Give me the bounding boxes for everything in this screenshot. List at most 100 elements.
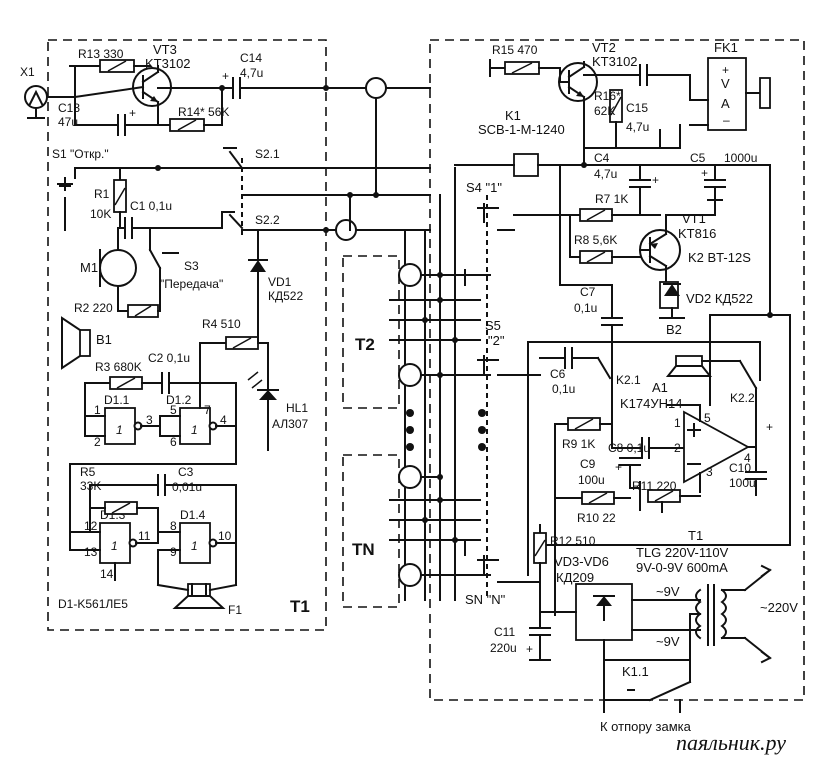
block-tn-outline [342, 454, 400, 608]
d13-pin-11: 11 [138, 529, 151, 543]
r10-label: R10 22 [577, 511, 616, 525]
d14-pin-10: 10 [218, 529, 232, 543]
c13-label-2: 47u [58, 115, 78, 129]
c3-label-1: C3 [178, 465, 194, 479]
v9-label-2: ~9V [656, 634, 680, 649]
r15-label: R15 470 [492, 43, 538, 57]
c14-label-1: C14 [240, 51, 262, 65]
r4-label: R4 510 [202, 317, 241, 331]
c5-label-2: 1000u [724, 151, 757, 165]
v220-label: ~220V [760, 600, 798, 615]
c15-label-2: 4,7u [626, 120, 649, 134]
c5-plus: + [701, 166, 708, 180]
b1-speaker [61, 316, 91, 370]
c6-label-2: 0,1u [552, 382, 575, 396]
r2-label: R2 220 [74, 301, 113, 315]
d14-pin-8: 8 [170, 519, 177, 533]
s4-switch [477, 195, 515, 600]
c6-label-1: C6 [550, 367, 566, 381]
vt3-label-2: KT3102 [145, 56, 191, 71]
d11-pin-1: 1 [94, 403, 101, 417]
c4-label-2: 4,7u [594, 167, 617, 181]
c9-label-1: C9 [580, 457, 596, 471]
x1-label: X1 [20, 65, 35, 79]
vt1-transistor [639, 214, 681, 283]
r3-label: R3 680K [95, 360, 142, 374]
fk1-v: V [721, 76, 730, 91]
t2-connectors [389, 263, 491, 387]
c2-label: C2 0,1u [148, 351, 190, 365]
a1-pin-4: 4 [744, 451, 751, 465]
a1-amplifier [683, 410, 750, 484]
block-t2-label: T2 [355, 335, 375, 354]
d14-pin-9: 9 [170, 545, 177, 559]
c15-label-1: C15 [626, 101, 648, 115]
d11-pin-3: 3 [146, 413, 153, 427]
sn-switch [477, 555, 541, 583]
k22-label: K2.2 [730, 391, 755, 405]
vd36-label-1: VD3-VD6 [554, 554, 609, 569]
k1-relay-coil [513, 153, 539, 177]
s4-label: S4 "1" [466, 180, 502, 195]
tlg-label-2: 9V-0-9V 600mA [636, 560, 728, 575]
c14-label-2: 4,7u [240, 66, 263, 80]
r16-label-1: R16* [594, 89, 621, 103]
d13-pin-14: 14 [100, 567, 114, 581]
c10-plus: + [766, 420, 773, 434]
k1-label-2: SCB-1-M-1240 [478, 122, 565, 137]
d12-pin-4: 4 [220, 413, 227, 427]
d13-pin-13: 13 [84, 545, 98, 559]
tlg-label-1: TLG 220V-110V [636, 545, 729, 560]
f1-buzzer [156, 583, 238, 609]
a1-pin-1: 1 [674, 416, 681, 430]
c14-plus: + [222, 69, 229, 83]
c13-label-1: C13 [58, 101, 80, 115]
vd2-label: VD2 КД522 [686, 291, 753, 306]
r8-label: R8 5,6K [574, 233, 617, 247]
c4-label-1: C4 [594, 151, 610, 165]
d13-symbol: 1 [111, 539, 118, 553]
t1-transformer [695, 564, 772, 664]
m1-microphone [99, 249, 137, 287]
d14-symbol: 1 [191, 539, 198, 553]
vd3-vd6-bridge [575, 583, 633, 641]
d14-label: D1.4 [180, 508, 206, 522]
vd1-label-2: КД522 [268, 289, 303, 303]
c9-label-2: 100u [578, 473, 605, 487]
k11-contact [603, 659, 692, 713]
s1-switch [57, 177, 73, 231]
c11-plus: + [526, 642, 533, 656]
c8-label: C8 0,1u [608, 441, 650, 455]
a1-speaker [665, 355, 713, 377]
c7-label-1: C7 [580, 285, 596, 299]
vt3-transistor [132, 65, 172, 126]
a1-pin-3: 3 [706, 465, 713, 479]
s3-label-1: S3 [184, 259, 199, 273]
r11-label: R11 220 [632, 479, 677, 493]
block-t1-label: T1 [290, 597, 310, 616]
s21-label: S2.1 [255, 147, 280, 161]
a1-label-1: A1 [652, 380, 668, 395]
k1-label-1: K1 [505, 108, 521, 123]
t1tr-label: T1 [688, 528, 703, 543]
s3-label-2: "Передача" [160, 277, 223, 291]
vt2-label-2: KT3102 [592, 54, 638, 69]
a1-label-2: K174УН14 [620, 396, 682, 411]
r9-label: R9 1K [562, 437, 595, 451]
r5-label-1: R5 [80, 465, 96, 479]
site-watermark: паяльник.ру [676, 730, 786, 755]
r12-label: R12 510 [550, 534, 596, 548]
r16-label-2: 62K [594, 104, 615, 118]
sn-label: SN "N" [465, 592, 506, 607]
d11-symbol: 1 [116, 423, 123, 437]
d12-label: D1.2 [166, 393, 192, 407]
c5-label-1: C5 [690, 151, 706, 165]
k2-label: K2 BT-12S [688, 250, 751, 265]
tn-connectors [389, 465, 491, 587]
s1-label: S1 "Откр." [52, 147, 109, 161]
s5-label-1: S5 [485, 318, 501, 333]
a1-pin-2: 2 [674, 441, 681, 455]
d12-pin-6: 6 [170, 435, 177, 449]
hl1-label-1: HL1 [286, 401, 308, 415]
